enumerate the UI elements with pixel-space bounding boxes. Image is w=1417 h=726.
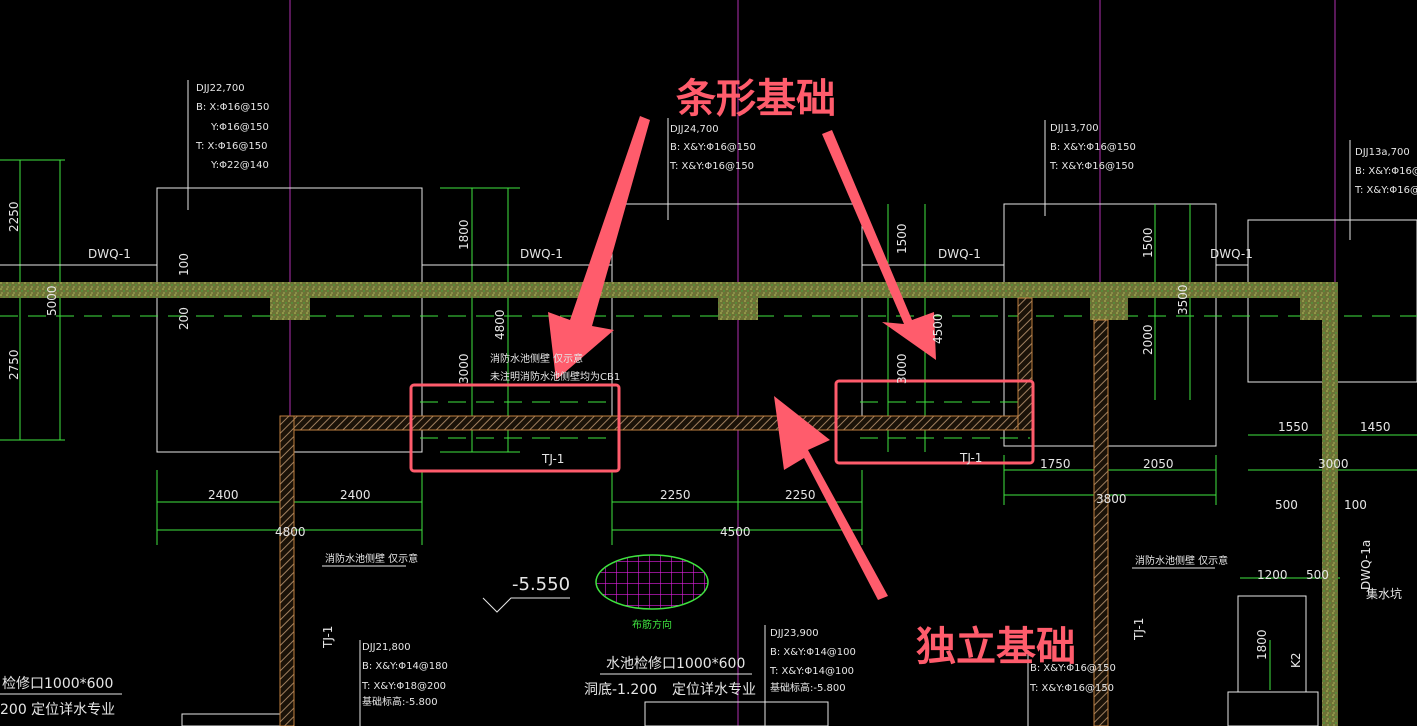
wall-label: DWQ-1a [1359,540,1373,590]
dimension-text: 500 [1275,498,1298,512]
dimension-text: 2250 [660,488,691,502]
dimension-text: 2400 [340,488,371,502]
wall-label: DWQ-1 [520,247,563,261]
foundation-tag: TJ-1 [1132,618,1146,641]
dimension-text: 4500 [931,313,945,344]
footing-rebar: Y:Φ16@150 [210,122,269,133]
dimension-text: 2000 [1141,324,1155,355]
footing-id: DJJ22,700 [196,83,245,94]
wall-label: DWQ-1 [88,247,131,261]
footing-id: DJJ13a,700 [1355,147,1410,158]
dimension-text: 1450 [1360,420,1391,434]
footing-rebar: B: X&Y:Φ16@ [1355,166,1417,177]
left-locate-note: 200 定位详水专业 [0,702,115,718]
retaining-wall [0,282,1338,726]
leader-lines [187,80,1351,726]
footing-id: DJJ21,800 [362,642,411,653]
locate-note: 定位详水专业 [672,682,756,698]
strip-foundation-label: 条形基础 [676,76,836,122]
dimension-text: 2400 [208,488,239,502]
arrow-isolated [774,396,888,600]
footing-rebar: B: X&Y:Φ16@150 [1030,663,1116,674]
footing-rebar: B: X&Y:Φ16@150 [1050,142,1136,153]
strip-foundation-box-right [834,379,1035,465]
footing-id: DJJ24,700 [670,124,719,135]
strip-foundation-box-left [409,383,621,473]
dimension-text: 1550 [1278,420,1309,434]
rebar-direction-symbol [595,554,709,610]
dimension-text: 4500 [720,525,751,539]
highlight-boxes [409,379,1035,473]
pool-wall-note: 未注明消防水池侧壁均为CB1 [490,370,620,383]
footing-rebar: T: X&Y:Φ14@100 [769,666,854,677]
footing-id: DJJ23,900 [770,628,819,639]
footing-rebar: B: X&Y:Φ14@180 [362,661,448,672]
footing-rebar: B: X&Y:Φ14@100 [770,647,856,658]
dimension-text: 100 [177,253,191,276]
arrow-strip-right [822,130,936,360]
manhole-note: 水池检修口1000*600 [606,656,745,672]
dimension-text: 1800 [457,219,471,250]
pool-wall-note: 消防水池侧壁 仅示意 [325,552,418,565]
footing-rebar: T: X&Y:Φ16@150 [1029,683,1114,694]
footing-id: DJJ13,700 [1050,123,1099,134]
footing-rebar: B: X&Y:Φ16@150 [670,142,756,153]
footing-rebar: Y:Φ22@140 [210,160,269,171]
dimension-text: 3000 [1318,457,1349,471]
footing-elevation: 基础标高:-5.800 [362,695,438,708]
dimension-text: 2050 [1143,457,1174,471]
sump-label: 集水坑 [1366,586,1402,601]
dimension-text: 4800 [493,309,507,340]
dimension-text: 3000 [457,353,471,384]
pool-walls [279,297,1109,726]
footing-rebar: B: X:Φ16@150 [196,102,269,113]
dimension-text: 3500 [1176,284,1190,315]
wall-label: DWQ-1 [1210,247,1253,261]
dimension-text: 3000 [895,353,909,384]
dimension-text: 2250 [785,488,816,502]
foundation-tag: TJ-1 [541,452,564,466]
dimension-text: 500 [1306,568,1329,582]
footing-rebar: T: X:Φ16@150 [195,141,267,152]
footing-elevation: 基础标高:-5.800 [770,681,846,694]
elevation-marker [482,597,570,613]
dimension-text: 2750 [7,349,21,380]
foundation-tag: TJ-1 [959,451,982,465]
dimension-text: 1800 [1255,629,1269,660]
dimension-text: 100 [1344,498,1367,512]
centerlines [0,315,1417,439]
wall-label: DWQ-1 [938,247,981,261]
dimension-text: 200 [177,307,191,330]
dimension-text: 5000 [45,285,59,316]
dimension-text: 1200 [1257,568,1288,582]
footing-rebar: T: X&Y:Φ16@ [1354,185,1417,196]
isolated-foundation-label: 独立基础 [916,624,1076,670]
footing-rebar: T: X&Y:Φ16@150 [669,161,754,172]
dimension-text: 2250 [7,201,21,232]
elevation-value: -5.550 [512,574,570,595]
arrow-strip-left [548,116,650,380]
pool-wall-note: 消防水池侧壁 仅示意 [1135,554,1228,567]
k2-label: K2 [1289,652,1303,668]
dimension-text: 1750 [1040,457,1071,471]
annotation-arrows [548,116,936,600]
dimension-text: 1500 [895,223,909,254]
footing-rebar: T: X&Y:Φ18@200 [361,681,446,692]
dimension-text: 1500 [1141,227,1155,258]
footing-rebar: T: X&Y:Φ16@150 [1049,161,1134,172]
dimension-text: 4800 [275,525,306,539]
foundation-tag: TJ-1 [321,626,335,649]
hole-bottom-note: 洞底-1.200 [584,682,657,698]
left-manhole-note: 检修口1000*600 [2,676,113,692]
dimension-text: 3800 [1096,492,1127,506]
hatch-label: 布筋方向 [632,618,672,631]
pool-wall-note: 消防水池侧壁 仅示意 [490,352,583,365]
